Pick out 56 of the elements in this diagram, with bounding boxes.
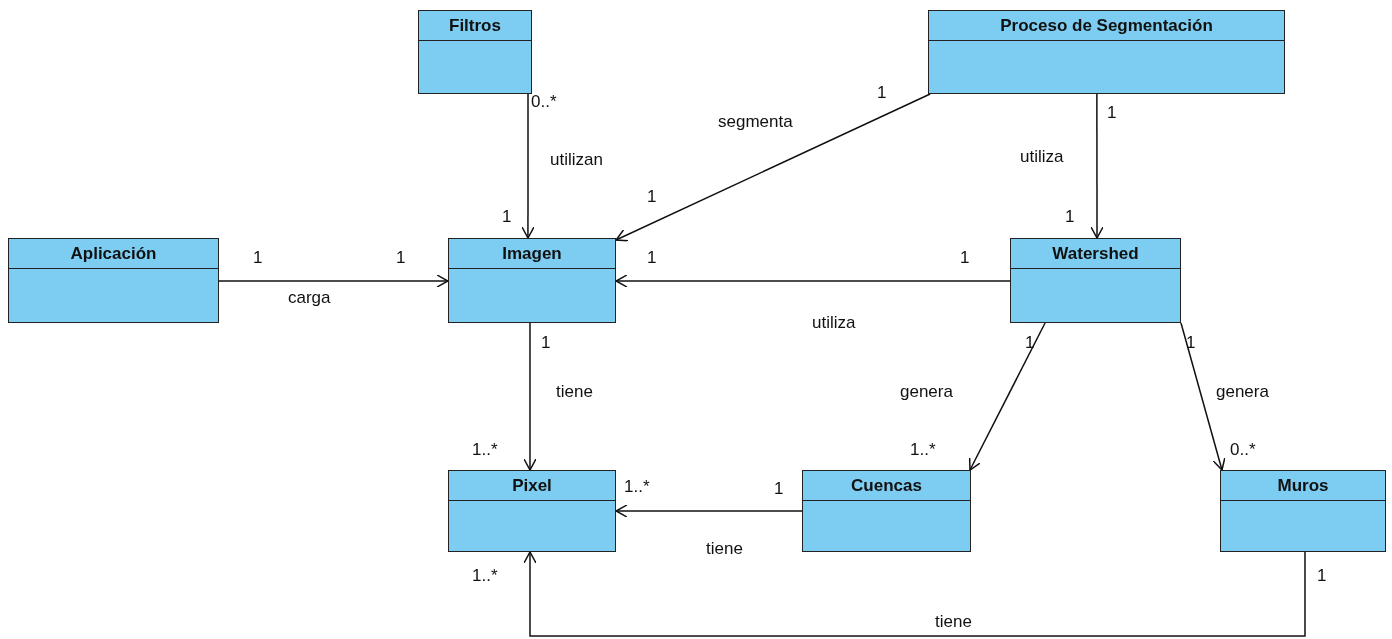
- multiplicity: 1: [502, 208, 512, 225]
- association-arrow: [615, 504, 803, 518]
- edge-label: tiene: [706, 540, 743, 557]
- multiplicity: 1..*: [472, 567, 498, 584]
- multiplicity: 1: [647, 188, 657, 205]
- multiplicity: 1: [1025, 334, 1035, 351]
- multiplicity: 1: [541, 334, 551, 351]
- multiplicity: 1..*: [472, 441, 498, 458]
- association-arrow: [1090, 93, 1104, 239]
- class-name: Watershed: [1011, 239, 1180, 269]
- multiplicity: 0..*: [531, 93, 557, 110]
- association-arrow: [523, 551, 1306, 637]
- association-arrow: [968, 322, 1046, 471]
- edge-label: utilizan: [550, 151, 603, 168]
- edge-label: genera: [1216, 383, 1269, 400]
- class-name: Pixel: [449, 471, 615, 501]
- class-box: [448, 470, 616, 552]
- association-arrow: [615, 274, 1011, 288]
- association-arrow: [615, 93, 931, 242]
- multiplicity: 1: [253, 249, 263, 266]
- multiplicity: 1: [960, 249, 970, 266]
- association-arrow: [1180, 322, 1226, 471]
- multiplicity: 1: [877, 84, 887, 101]
- edge-label: carga: [288, 289, 331, 306]
- class-box: [802, 470, 971, 552]
- multiplicity: 1: [1317, 567, 1327, 584]
- class-name: Muros: [1221, 471, 1385, 501]
- multiplicity: 1: [396, 249, 406, 266]
- class-box: [1220, 470, 1386, 552]
- edge-label: utiliza: [1020, 148, 1064, 165]
- edge-label: genera: [900, 383, 953, 400]
- multiplicity: 1..*: [624, 478, 650, 495]
- class-name: Imagen: [449, 239, 615, 269]
- edge-label: utiliza: [812, 314, 856, 331]
- class-name: Filtros: [419, 11, 531, 41]
- edge-label: segmenta: [718, 113, 793, 130]
- class-name: Cuencas: [803, 471, 970, 501]
- association-arrow: [523, 322, 537, 471]
- class-name: Aplicación: [9, 239, 218, 269]
- multiplicity: 1: [774, 480, 784, 497]
- multiplicity: 1: [1065, 208, 1075, 225]
- class-box: [928, 10, 1285, 94]
- multiplicity: 1: [647, 249, 657, 266]
- multiplicity: 0..*: [1230, 441, 1256, 458]
- multiplicity: 1..*: [910, 441, 936, 458]
- multiplicity: 1: [1107, 104, 1117, 121]
- class-box: [8, 238, 219, 323]
- class-box: [1010, 238, 1181, 323]
- class-name: Proceso de Segmentación: [929, 11, 1284, 41]
- association-arrow: [218, 274, 449, 288]
- association-arrow: [521, 93, 535, 239]
- class-box: [418, 10, 532, 94]
- edge-label: tiene: [556, 383, 593, 400]
- class-box: [448, 238, 616, 323]
- edge-label: tiene: [935, 613, 972, 630]
- multiplicity: 1: [1186, 334, 1196, 351]
